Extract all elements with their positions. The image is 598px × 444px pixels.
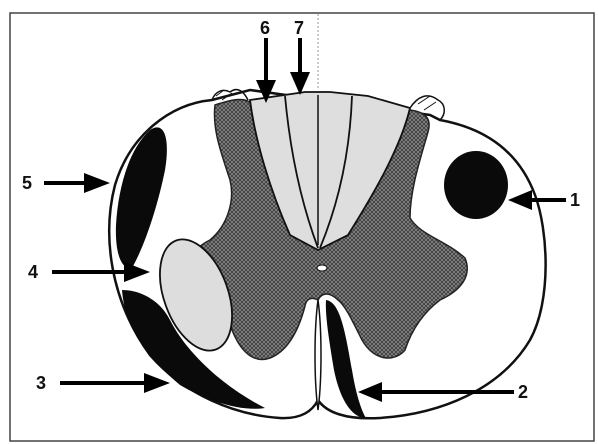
label-5: 5 [22,173,32,193]
label-1: 1 [570,190,580,210]
label-2: 2 [518,382,528,402]
label-4: 4 [28,262,38,282]
label-7: 7 [294,18,304,38]
anterior-median-fissure [315,300,321,410]
lesion-1 [444,151,508,219]
label-3: 3 [36,373,46,393]
central-canal [317,265,327,271]
arrow-5-head [84,173,110,193]
label-6: 6 [260,18,270,38]
arrow-3-head [144,373,170,393]
